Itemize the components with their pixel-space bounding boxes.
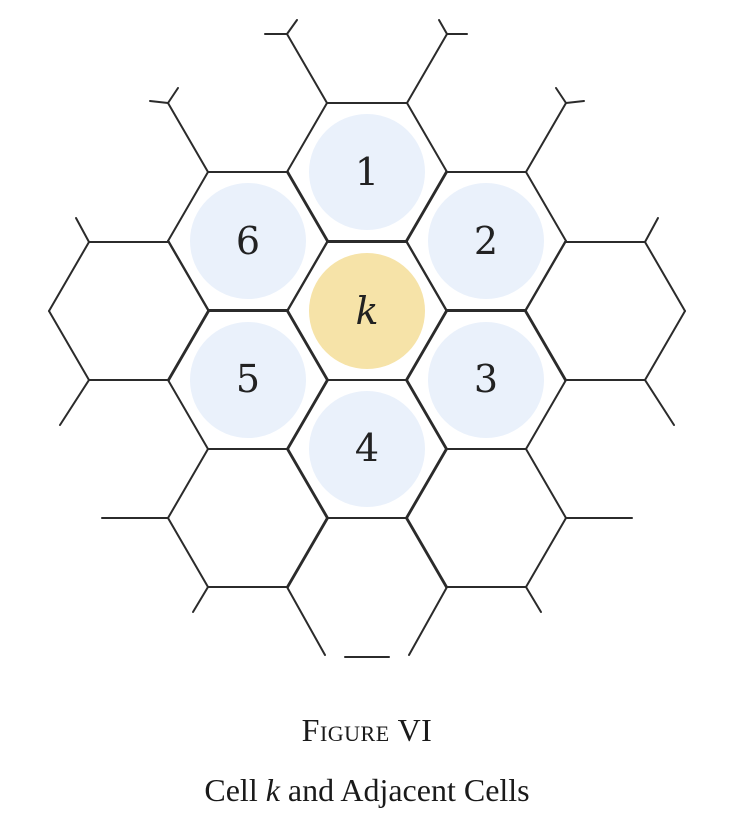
hex-cell-6 [167,171,209,242]
hex-edge-partial [644,217,659,243]
adjacent-cell-highlight-3 [428,322,544,438]
hex-cell-lower-left [167,448,209,519]
hex-cell-lower-left [287,448,329,519]
hex-cell-far-left [48,310,90,381]
hex-edge-partial [565,100,585,104]
subtitle-variable-k: k [265,772,280,808]
hex-cell-far-right [644,310,686,381]
hex-grid-edges [48,19,686,658]
hex-cell-5 [167,379,209,450]
adjacent-cell-highlight-2 [428,183,544,299]
adjacent-cell-label-2: 2 [474,219,498,263]
center-cell-label-k: k [355,289,378,333]
hex-cell-2 [405,240,447,311]
hex-cell-6 [287,171,329,242]
adjacent-cell-label-5: 5 [236,357,260,401]
figure-subtitle: Cell k and Adjacent Cells [0,772,734,809]
hex-edge-partial [59,379,90,426]
hex-edge-partial [408,586,448,656]
hexagonal-cell-diagram: 1 2 3 4 5 6 k [48,19,686,658]
hex-cell-5 [287,379,329,450]
cell-highlights [190,114,544,507]
hex-cell-far-left [168,310,210,381]
adjacent-cell-highlight-6 [190,183,306,299]
adjacent-cell-label-4: 4 [355,426,379,470]
figure-title: Figure VI [301,712,433,748]
hex-cell-2 [405,171,447,242]
subtitle-text-end: and Adjacent Cells [279,772,530,808]
hex-edge-partial [406,33,448,104]
cell-labels: 1 2 3 4 5 6 k [236,150,498,470]
adjacent-cell-label-1: 1 [355,150,379,194]
hex-edge-partial [286,517,328,588]
hex-cell-3 [405,310,447,381]
hex-edge-partial [192,586,209,613]
hex-edge-partial [525,586,542,613]
hex-edge-partial [75,217,90,243]
hex-edge-partial [286,586,326,656]
hex-cell-lower-right [525,448,567,519]
hex-cell-far-right [524,310,566,381]
hex-cell-1 [406,102,448,173]
hex-edge-partial [644,379,675,426]
adjacent-cell-label-6: 6 [236,219,260,263]
hex-cell-2 [525,171,567,242]
center-cell-highlight [309,253,425,369]
hex-cell-5 [287,310,329,381]
hex-edge-partial [149,100,169,104]
hex-cell-far-left [168,241,210,312]
hex-edge-partial [555,87,567,104]
adjacent-cell-highlight-4 [309,391,425,507]
hex-edge-partial [286,33,328,104]
hex-cell-far-left [48,241,90,312]
hex-cell-lower-right [405,448,447,519]
hex-cell-3 [525,379,567,450]
hex-cell-far-right [644,241,686,312]
hex-edge-partial [286,19,298,35]
hex-cell-1 [286,102,328,173]
hex-edge-partial [525,102,567,173]
hex-cell-far-right [524,241,566,312]
adjacent-cell-highlight-5 [190,322,306,438]
hex-edge-partial [167,102,209,173]
adjacent-cell-highlight-1 [309,114,425,230]
hex-cell-4 [406,379,448,450]
adjacent-cell-label-3: 3 [474,357,498,401]
hex-cell-lower-left [167,517,209,588]
hex-edge-partial [406,517,448,588]
subtitle-text-start: Cell [204,772,266,808]
hex-cell-lower-right [525,517,567,588]
hex-cell-6 [287,240,329,311]
hex-edge-partial [167,87,179,104]
hex-edge-partial [438,19,448,35]
